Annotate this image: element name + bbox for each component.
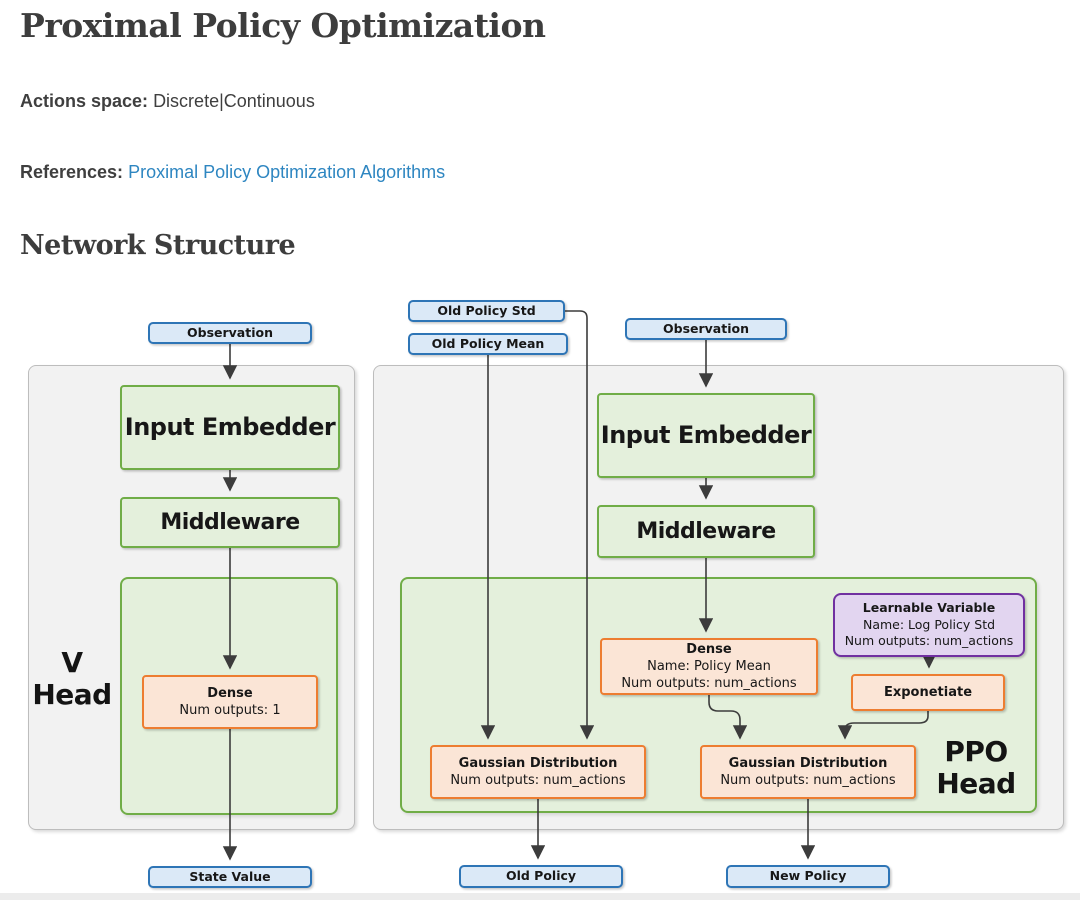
old-policy-std-node: Old Policy Std [408, 300, 565, 322]
dense-left-node: Dense Num outputs: 1 [142, 675, 318, 729]
node-title: Dense [686, 641, 732, 657]
node-subtitle: Num outputs: num_actions [450, 773, 626, 788]
middleware-left-node: Middleware [120, 497, 340, 548]
references-label: References: [20, 162, 124, 182]
page-title: Proximal Policy Optimization [20, 6, 546, 45]
reference-link[interactable]: Proximal Policy Optimization Algorithms [128, 162, 446, 182]
section-heading: Network Structure [20, 230, 296, 261]
learnable-variable-node: Learnable Variable Name: Log Policy Std … [833, 593, 1025, 657]
ppo-head-label: PPO Head [923, 736, 1029, 800]
diagram-connectors [222, 310, 937, 861]
references-line: References: Proximal Policy Optimization… [20, 162, 445, 183]
actions-space-line: Actions space: Discrete|Continuous [20, 91, 315, 112]
node-title: Dense [207, 685, 253, 701]
arrow-exponetiate-to-gaussian-right [837, 711, 929, 740]
state-value-node: State Value [148, 866, 312, 888]
observation-right-node: Observation [625, 318, 787, 340]
node-name: Name: Policy Mean [647, 658, 771, 674]
node-label: Old Policy Std [437, 302, 536, 318]
node-name: Name: Log Policy Std [862, 616, 996, 632]
node-subtitle: Num outputs: num_actions [844, 633, 1014, 649]
gaussian-distribution-right-node: Gaussian Distribution Num outputs: num_a… [700, 745, 916, 799]
node-label: Input Embedder [124, 412, 336, 441]
node-title: Learnable Variable [862, 600, 996, 616]
node-label: Old Policy [505, 868, 577, 884]
v-head-label-line1: V [61, 646, 83, 679]
v-head-label: V Head [28, 647, 116, 711]
exponetiate-node: Exponetiate [851, 674, 1005, 711]
node-label: Observation [187, 324, 273, 340]
arrow-dense-to-gaussian-right [708, 695, 748, 740]
node-label: Exponetiate [883, 684, 973, 700]
node-label: Middleware [636, 518, 776, 544]
input-embedder-left-node: Input Embedder [120, 385, 340, 470]
node-subtitle: Num outputs: num_actions [621, 676, 797, 692]
v-head-label-line2: Head [32, 678, 112, 711]
observation-left-node: Observation [148, 322, 312, 344]
old-policy-node: Old Policy [459, 865, 623, 888]
node-label: Old Policy Mean [431, 335, 545, 351]
ppo-head-label-line1: PPO [944, 735, 1008, 768]
network-structure-diagram: Observation Old Policy Std Old Policy Me… [18, 293, 1065, 893]
node-label: Observation [663, 320, 749, 336]
old-policy-mean-node: Old Policy Mean [408, 333, 568, 355]
figure-bottom-edge [0, 893, 1080, 900]
gaussian-distribution-left-node: Gaussian Distribution Num outputs: num_a… [430, 745, 646, 799]
ppo-head-label-line2: Head [936, 767, 1016, 800]
dense-policy-mean-node: Dense Name: Policy Mean Num outputs: num… [600, 638, 818, 695]
node-title: Gaussian Distribution [728, 755, 888, 771]
node-title: Gaussian Distribution [458, 755, 618, 771]
node-subtitle: Num outputs: 1 [179, 703, 281, 718]
node-label: Middleware [160, 509, 300, 535]
node-label: Input Embedder [600, 420, 812, 449]
node-label: New Policy [769, 868, 847, 884]
middleware-right-node: Middleware [597, 505, 815, 558]
node-label: State Value [189, 868, 271, 884]
arrow-old-policy-std-to-gaussian [565, 310, 595, 740]
node-subtitle: Num outputs: num_actions [720, 773, 896, 788]
new-policy-node: New Policy [726, 865, 890, 888]
actions-space-value: Discrete|Continuous [153, 91, 315, 111]
actions-space-label: Actions space: [20, 91, 149, 111]
input-embedder-right-node: Input Embedder [597, 393, 815, 478]
